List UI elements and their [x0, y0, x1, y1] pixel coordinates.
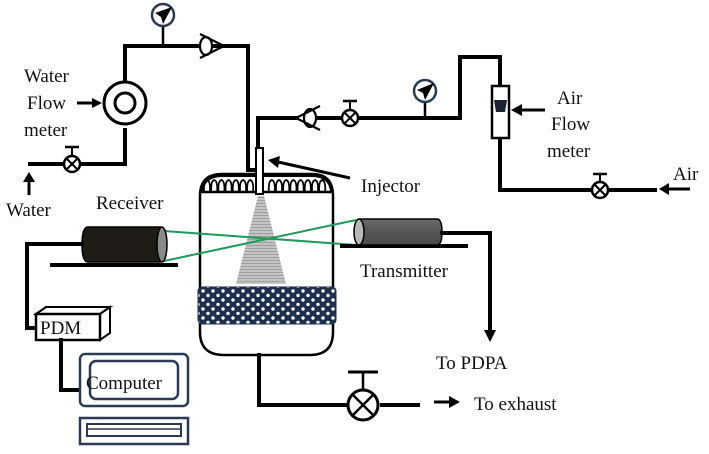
coil-loop — [224, 179, 233, 192]
water-valve[interactable] — [62, 145, 82, 174]
coil-loop — [246, 179, 255, 192]
receiver-pdm-cable — [25, 242, 84, 330]
packing-bed — [197, 286, 337, 325]
water-line — [23, 44, 258, 195]
air-line — [256, 55, 657, 192]
exhaust-line — [257, 353, 350, 407]
air-inlet-arrow — [659, 183, 690, 195]
air-check-valve — [295, 105, 321, 131]
coil-loop — [231, 179, 240, 192]
water-pressure-gauge — [150, 2, 176, 46]
to-pdpa-label: To PDPA — [436, 353, 508, 374]
transmitter-cable — [440, 231, 492, 334]
air-pressure-gauge — [412, 78, 438, 118]
water-flow-meter-label-2: Flow — [27, 93, 66, 114]
air-inlet-label: Air — [673, 164, 699, 185]
laser-beams — [163, 219, 357, 262]
top-nozzle-ring — [200, 175, 333, 194]
water-flow-meter-label-1: Water — [24, 66, 70, 87]
water-flow-meter-label-3: meter — [24, 120, 68, 141]
exhaust-valve[interactable] — [346, 370, 380, 422]
coil-loop — [311, 179, 319, 192]
coil-loop — [318, 179, 327, 192]
water-inlet-label: Water — [6, 200, 52, 221]
water-flow-meter-arrow — [77, 98, 102, 108]
air-line-valve[interactable] — [340, 99, 360, 128]
coil-loop — [217, 179, 226, 192]
coil-loop — [210, 179, 219, 192]
computer-label: Computer — [86, 373, 163, 394]
to-exhaust-arrow — [434, 396, 460, 408]
transmitter-label: Transmitter — [360, 261, 449, 282]
coil-loop — [303, 179, 312, 192]
air-inlet-valve[interactable] — [590, 172, 610, 200]
receiver — [50, 226, 178, 267]
air-flow-meter-arrow — [511, 104, 545, 116]
coil-loop — [289, 179, 298, 192]
coil-loop — [275, 179, 283, 192]
coil-loop — [267, 179, 276, 192]
coil-loop — [296, 179, 305, 192]
air-flow-meter — [490, 84, 511, 140]
to-exhaust-label: To exhaust — [474, 394, 557, 415]
pdm — [32, 305, 114, 342]
injector-label: Injector — [361, 176, 421, 197]
water-check-valve — [198, 33, 225, 59]
coil-loop — [203, 179, 211, 192]
coil-loop — [282, 179, 291, 192]
transmitter — [340, 218, 468, 248]
injector — [255, 147, 264, 195]
computer — [78, 352, 190, 446]
coil-loop — [239, 179, 247, 192]
air-flow-meter-label-1: Air — [557, 88, 583, 109]
receiver-label: Receiver — [96, 193, 164, 214]
air-flow-meter-label-3: meter — [547, 141, 591, 162]
pdm-label: PDM — [40, 318, 81, 339]
water-inlet-arrow — [23, 172, 35, 195]
air-flow-meter-label-2: Flow — [551, 114, 590, 135]
to-pdpa-arrow — [484, 330, 496, 342]
water-flow-meter — [102, 80, 148, 126]
injector-arrow — [268, 156, 351, 180]
spray-chamber — [197, 172, 337, 357]
